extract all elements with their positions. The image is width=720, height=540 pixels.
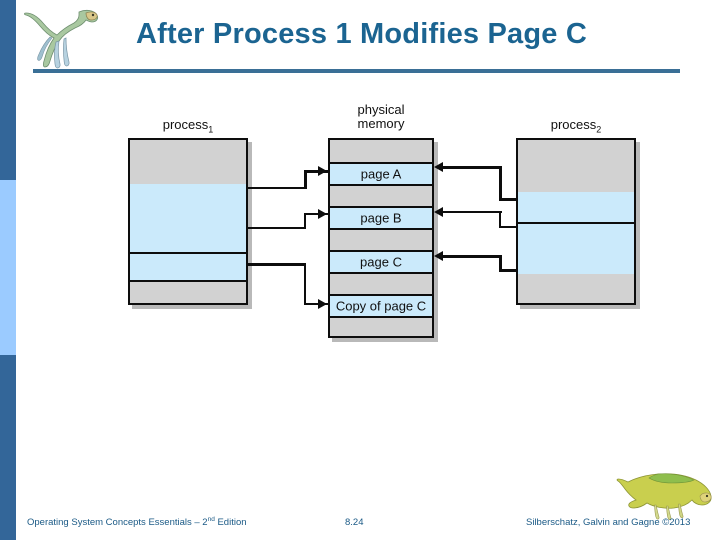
footer-edition-sup: nd [207, 515, 215, 523]
phys-row-copy-page-c: Copy of page C [330, 294, 432, 316]
phys-row-2 [330, 184, 432, 206]
phys-row-page-b-text: page B [360, 210, 402, 226]
phys-row-8 [330, 316, 432, 336]
connector-right-1-seg-v [499, 166, 502, 200]
right-row-2 [518, 222, 634, 274]
left-process-label-text: process [162, 117, 209, 132]
sidebar-band-bottom [0, 355, 16, 540]
connector-left-2-seg-h1 [248, 227, 306, 229]
phys-row-copy-page-c-text: Copy of page C [335, 298, 427, 314]
left-row-1 [130, 184, 246, 224]
left-row-2 [130, 224, 246, 252]
connector-left-3-seg-v [304, 263, 306, 305]
phys-row-page-a: page A [330, 162, 432, 184]
right-row-3 [518, 274, 634, 303]
footer-edition-tail: Edition [214, 517, 247, 528]
connector-left-3-arrowhead [318, 299, 327, 309]
connector-left-1-seg-v [304, 170, 307, 189]
slide-footer: Operating System Concepts Essentials – 2… [0, 500, 720, 540]
connector-right-2-arrowhead [434, 207, 443, 217]
connector-left-1-seg-h2 [304, 170, 328, 173]
right-process-label: process2 [516, 118, 636, 137]
phys-row-page-b: page B [330, 206, 432, 228]
footer-copyright: Silberschatz, Galvin and Gagne ©2013 [526, 517, 691, 528]
connector-right-3-arrowhead [434, 251, 443, 261]
footer-edition-text: Operating System Concepts Essentials – 2… [27, 516, 247, 528]
physical-memory-label: physical memory [328, 103, 434, 131]
connector-right-2-seg-h2 [499, 226, 517, 228]
connector-left-3-seg-h1 [248, 263, 306, 266]
phys-row-0 [330, 140, 432, 162]
left-process-label-subscript: 1 [208, 124, 214, 135]
connector-left-3-seg-h2 [304, 303, 328, 305]
right-process-label-subscript: 2 [596, 124, 602, 135]
connector-right-2-seg-h1 [440, 211, 502, 213]
dinosaur-footer-logo-icon [616, 473, 712, 520]
left-process-label: process1 [128, 118, 248, 137]
connector-left-1-arrowhead [318, 166, 327, 176]
left-row-4 [130, 280, 246, 303]
connector-right-3-seg-v [499, 255, 502, 271]
connector-left-2-arrowhead [318, 209, 327, 219]
left-row-0 [130, 140, 246, 184]
right-row-1 [518, 192, 634, 222]
connector-right-2-seg-v [499, 211, 501, 228]
phys-row-page-c-text: page C [360, 254, 402, 270]
right-process-label-text: process [550, 117, 597, 132]
sidebar-band-middle [0, 180, 16, 355]
phys-row-4 [330, 228, 432, 250]
decorative-sidebar [0, 0, 16, 540]
sidebar-band-top [0, 0, 16, 180]
left-row-3 [130, 252, 246, 280]
connector-right-3-seg-h1 [440, 255, 502, 258]
right-process-box [516, 138, 636, 305]
physical-memory-label-line1: physical [357, 102, 405, 117]
dinosaur-logo-icon [24, 9, 99, 69]
physical-memory-box: page A page B page C Copy of page C [328, 138, 434, 338]
connector-left-2-seg-h2 [304, 213, 328, 215]
phys-row-page-c: page C [330, 250, 432, 272]
phys-row-6 [330, 272, 432, 294]
connector-right-1-arrowhead [434, 162, 443, 172]
connector-right-1-seg-h1 [440, 166, 502, 169]
copy-on-write-diagram: process1 physical memory page A page B p… [128, 103, 640, 342]
left-process-box [128, 138, 248, 305]
right-row-0 [518, 140, 634, 192]
connector-left-2-seg-v [304, 213, 306, 229]
connector-right-1-seg-h2 [499, 198, 517, 201]
connector-right-3-seg-h2 [499, 269, 517, 272]
footer-page-number: 8.24 [345, 517, 364, 528]
footer-edition-main: Operating System Concepts Essentials – 2 [27, 517, 208, 528]
page-title: After Process 1 Modifies Page C [136, 18, 588, 50]
physical-memory-label-line2: memory [357, 116, 405, 131]
connector-left-1-seg-h1 [248, 187, 306, 189]
phys-row-page-a-text: page A [360, 166, 402, 182]
title-underline-rule [33, 69, 680, 73]
